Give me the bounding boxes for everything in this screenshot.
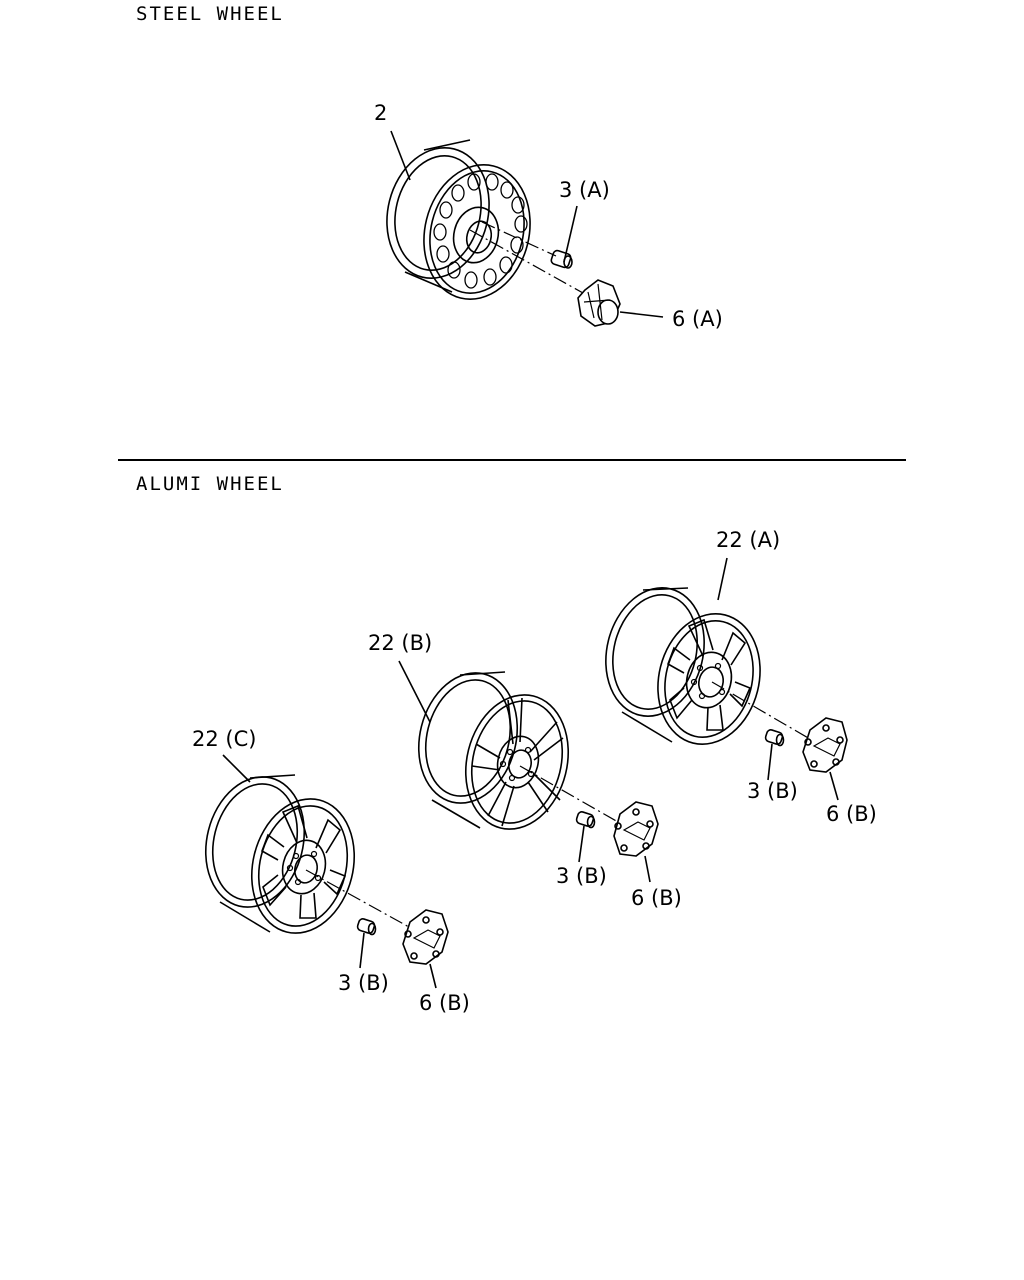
callout-cap-b-left: 6 (B)	[419, 991, 470, 1015]
callout-cap-b-mid: 6 (B)	[631, 886, 682, 910]
callout-nut-b-mid: 3 (B)	[556, 864, 607, 888]
alu-nut-right	[764, 729, 785, 781]
section-divider	[118, 459, 906, 461]
steel-nut	[550, 205, 578, 269]
steel-wheel	[386, 130, 593, 300]
alu-cap-left	[402, 909, 449, 989]
alu-nut-left	[356, 918, 377, 969]
steel-center-cap	[577, 279, 664, 327]
alu-cap-mid	[613, 801, 659, 883]
alu-cap-right	[802, 717, 848, 801]
callout-alu-wheel-b: 22 (B)	[368, 631, 433, 655]
callout-steel-wheel: 2	[374, 101, 388, 125]
callout-steel-nut: 3 (A)	[559, 178, 610, 202]
alu-nut-mid	[575, 811, 596, 863]
callout-alu-wheel-c: 22 (C)	[192, 727, 257, 751]
alu-wheel-a	[605, 557, 823, 747]
callout-alu-wheel-a: 22 (A)	[716, 528, 781, 552]
alu-wheel-c	[204, 754, 419, 934]
callout-nut-b-right: 3 (B)	[747, 779, 798, 803]
callout-cap-b-right: 6 (B)	[826, 802, 877, 826]
callout-nut-b-left: 3 (B)	[338, 971, 389, 995]
callout-steel-cap: 6 (A)	[672, 307, 723, 331]
alumi-wheel-title: ALUMI WHEEL	[136, 473, 284, 495]
alu-wheel-b	[398, 660, 633, 831]
steel-wheel-title: STEEL WHEEL	[136, 3, 284, 25]
